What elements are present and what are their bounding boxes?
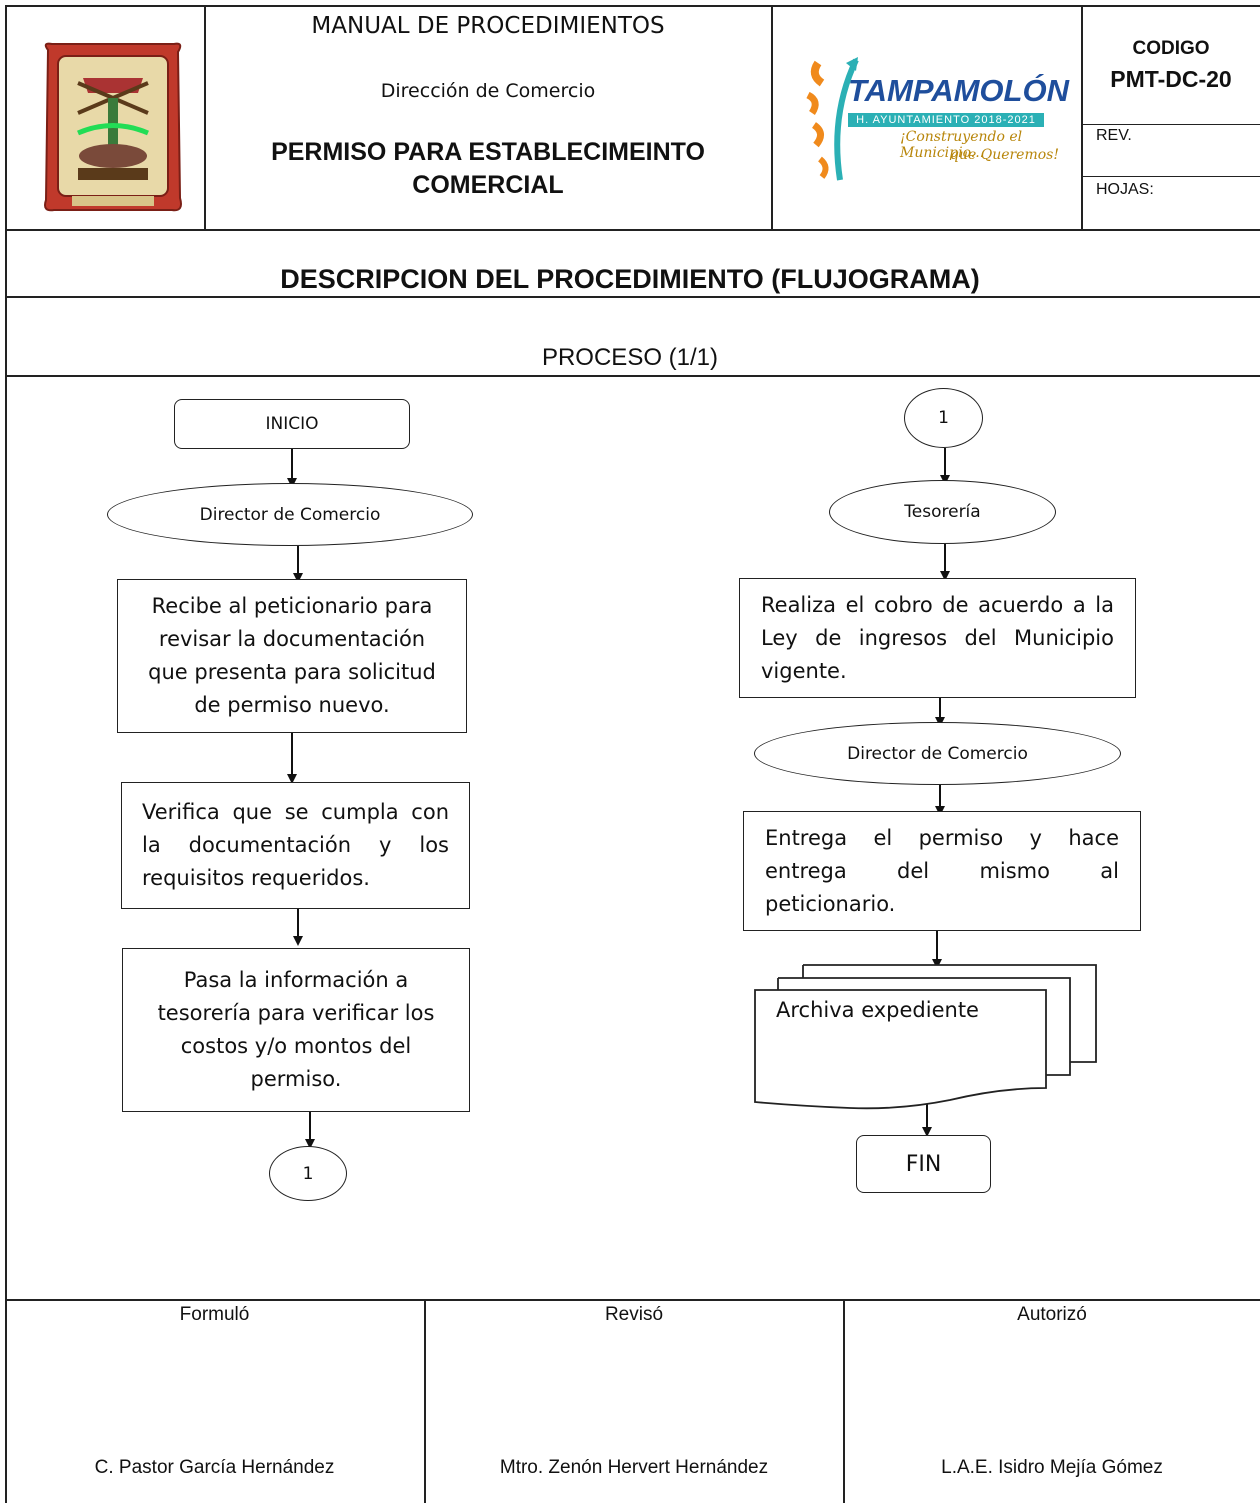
flow-arrows [287,448,950,1149]
formulo-name: C. Pastor García Hernández [94,1457,335,1478]
step-pass-to-treasury: Pasa la información a tesorería para ver… [122,948,470,1112]
procedure-title-text: PERMISO PARA ESTABLECIMEINTO COMERCIAL [271,138,705,199]
department-name: Dirección de Comercio [380,80,596,102]
actor-treasury-label: Tesorería [904,502,981,522]
header-divider-2 [771,5,773,230]
start-label: INICIO [265,413,319,434]
actor-director-right-label: Director de Comercio [847,743,1028,764]
step-receive-applicant-text: Recibe al peticionario para revisar la d… [148,594,436,717]
step-deliver-permit-text: Entrega el permiso y hace entrega del mi… [765,826,1119,916]
header-divider-3 [1081,5,1083,230]
frame-left [5,5,7,1503]
step-deliver-permit: Entrega el permiso y hace entrega del mi… [743,811,1141,931]
section-title: DESCRIPCION DEL PROCEDIMIENTO (FLUJOGRAM… [280,264,980,294]
connector-right-1: 1 [904,388,983,448]
archive-document-label: Archiva expediente [776,998,979,1022]
connector-right-1-label: 1 [938,408,949,428]
formulo-label: Formuló [179,1304,250,1325]
logo-swoosh-icon [806,57,859,181]
reviso-name: Mtro. Zenón Hervert Hernández [499,1457,769,1478]
archive-document-shape [754,964,1097,1110]
actor-director-left-label: Director de Comercio [199,504,381,525]
actor-director-left: Director de Comercio [107,483,473,546]
end-label: FIN [905,1151,942,1177]
code-value: PMT-DC-20 [1110,66,1232,92]
reviso-label: Revisó [604,1304,664,1325]
step-receive-applicant: Recibe al peticionario para revisar la d… [117,579,467,733]
actor-treasury: Tesorería [829,480,1056,544]
sheets-label: HOJAS: [1096,181,1154,198]
connector-left-1: 1 [269,1146,347,1201]
header-divider-1 [204,5,206,230]
process-line [5,375,1260,377]
actor-director-right: Director de Comercio [754,722,1121,785]
autorizo-name: L.A.E. Isidro Mejía Gómez [941,1457,1163,1478]
logo-slogan-line1: ¡Construyendo el Municipio... [900,129,1023,161]
step-pass-to-treasury-text: Pasa la información a tesorería para ver… [157,968,435,1091]
process-label: PROCESO (1/1) [541,344,719,371]
tampamolon-logo: TAMPAMOLÓN H. AYUNTAMIENTO 2018-2021 ¡Co… [800,55,1075,185]
logo-subtitle: H. AYUNTAMIENTO 2018-2021 [848,113,1044,127]
step-collect-payment: Realiza el cobro de acuerdo a la Ley de … [739,578,1136,698]
manual-title: MANUAL DE PROCEDIMIENTOS [311,13,665,39]
end-terminal: FIN [856,1135,991,1193]
header-bottom-line [5,229,1260,231]
procedure-title: PERMISO PARA ESTABLECIMEINTO COMERCIAL [205,136,771,202]
logo-name: TAMPAMOLÓN [848,73,1069,108]
footer-divider-2 [843,1299,845,1503]
code-label: CODIGO [1132,38,1210,59]
section-line [5,296,1260,298]
autorizo-label: Autorizó [1017,1304,1087,1325]
footer-divider-1 [424,1299,426,1503]
start-terminal: INICIO [174,399,410,449]
rev-label: REV. [1096,127,1132,144]
connector-left-1-label: 1 [302,1163,314,1184]
frame-top [5,5,1260,7]
step-collect-payment-text: Realiza el cobro de acuerdo a la Ley de … [761,593,1114,683]
code-rev-divider [1082,124,1260,125]
step-verify-documents: Verifica que se cumpla con la documentac… [121,782,470,909]
footer-top-line [5,1299,1260,1301]
municipal-seal-logo [38,38,188,223]
rev-hojas-divider [1082,176,1260,177]
step-verify-documents-text: Verifica que se cumpla con la documentac… [142,800,449,890]
logo-slogan-line2: que Queremos! [950,147,1059,163]
